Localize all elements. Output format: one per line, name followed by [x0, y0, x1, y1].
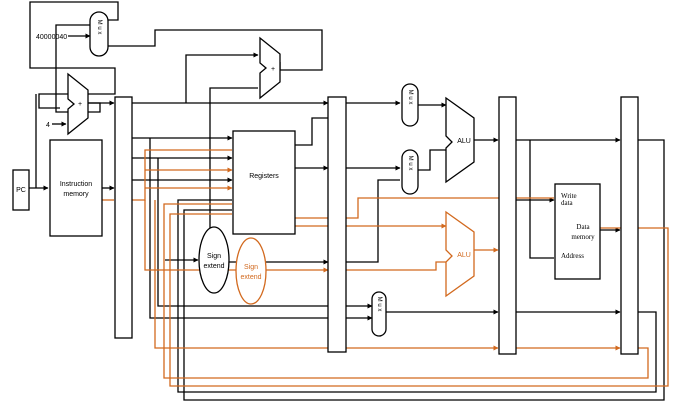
mux-exception: M u x — [89, 11, 109, 57]
wire-branch-loop — [108, 29, 323, 71]
wire-rs-fwd — [149, 138, 328, 319]
write-data-label-1: Write — [561, 192, 577, 200]
imem-label-2: memory — [63, 191, 89, 198]
alu-2-label: ALU — [457, 252, 471, 259]
mux-alu-a-label: M u x — [407, 90, 413, 105]
instruction-memory: Instruction memory — [49, 139, 103, 237]
mux-alu-a: M u x — [401, 83, 419, 127]
data-memory: Write data Data memory Address — [554, 183, 601, 280]
sign-extend-2: Sign extend — [235, 237, 267, 305]
sign-extend: Sign extend — [198, 226, 230, 294]
mux-dest: M u x — [371, 291, 387, 337]
alu-2: ALU — [445, 210, 475, 298]
mem-wb-register — [620, 96, 639, 355]
data-memory-label-2: memory — [571, 233, 595, 241]
black-wires — [29, 1, 665, 401]
mux-exception-label: M u x — [96, 20, 102, 35]
wire-alu-addr — [529, 140, 554, 259]
wire-o-alu-b — [346, 261, 446, 271]
wire-o-wb-reg — [163, 203, 649, 379]
pc-label: PC — [16, 187, 26, 194]
mux-dest-label: M u x — [376, 297, 382, 312]
pc-adder: + — [67, 72, 89, 136]
wire-o-rs — [132, 149, 232, 201]
const-4-label: 4 — [46, 122, 50, 129]
write-data-label-2: data — [561, 199, 574, 207]
branch-adder-label: + — [271, 66, 275, 73]
data-memory-label-1: Data — [576, 223, 590, 231]
registers-label: Registers — [249, 173, 279, 180]
wire-o-rs-fwd — [154, 200, 328, 349]
wire-o-write-data — [346, 197, 554, 219]
wire-pc-loop — [29, 1, 119, 109]
wire-wb-reg — [177, 199, 657, 393]
exception-address-label: 40000040 — [36, 34, 67, 41]
alu: ALU — [445, 96, 475, 184]
wire-branch-add-in — [185, 52, 259, 103]
if-id-register — [114, 96, 133, 339]
wire-sign-to-branch-add — [209, 87, 258, 240]
alu-label: ALU — [457, 138, 471, 145]
branch-adder: + — [259, 36, 281, 100]
address-label: Address — [561, 252, 584, 260]
mux-alu-b-label: M u x — [407, 156, 413, 171]
sign-extend-2-label-1: Sign — [244, 264, 258, 271]
wire-o-wb-data — [169, 213, 669, 387]
mux-alu-b: M u x — [401, 149, 419, 195]
pc-register: PC — [12, 169, 30, 211]
sign-extend-label-1: Sign — [207, 253, 221, 260]
register-file: Registers — [232, 130, 296, 235]
wire-rt-fwd — [157, 158, 328, 307]
wire-mux-b-alu — [416, 149, 446, 171]
ex-mem-register — [498, 96, 517, 355]
imem-label-1: Instruction — [60, 181, 92, 188]
id-ex-register — [327, 96, 347, 353]
wire-reg-out-a — [295, 117, 328, 146]
orange-wires — [102, 149, 669, 387]
pc-adder-label: + — [78, 101, 82, 108]
sign-extend-2-label-2: extend — [240, 274, 261, 281]
wire-wb-data — [183, 139, 665, 401]
sign-extend-label-2: extend — [203, 263, 224, 270]
wire-imm-mux-b — [346, 179, 400, 263]
